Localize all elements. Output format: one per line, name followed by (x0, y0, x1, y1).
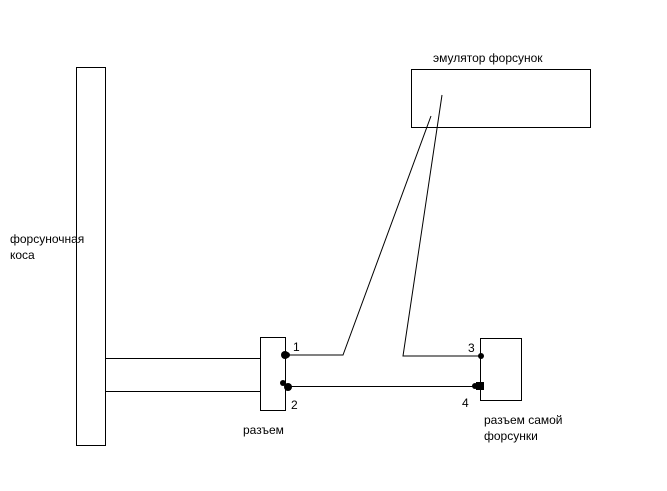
pin-1-label: 1 (293, 340, 300, 354)
injector-harness-label-line1: форсуночная (10, 232, 85, 246)
wire-emulator-to-pin3 (402, 94, 481, 357)
connector-block (260, 337, 286, 411)
injector-emulator-label: эмулятор форсунок (433, 51, 543, 65)
injector-connector-block (480, 338, 522, 401)
injector-emulator-block (411, 69, 591, 128)
wire-pin1-to-emulator (285, 115, 432, 356)
pin-4-marker-dot (472, 383, 478, 389)
connector-label: разъем (243, 423, 284, 437)
injector-harness-label-line2: коса (10, 248, 35, 262)
injector-harness-block (76, 67, 106, 446)
pin-3-label: 3 (468, 341, 475, 355)
pin-4-marker (476, 382, 484, 390)
pin-4-label: 4 (462, 396, 469, 410)
pin-1-dot-overlap (284, 352, 290, 358)
pin-2-label: 2 (291, 398, 298, 412)
pin-3-dot (478, 353, 484, 359)
injector-connector-label-line1: разъем самой (484, 413, 563, 427)
pin-2-dot-overlap (284, 383, 292, 391)
pin-2-dot (280, 380, 286, 386)
injector-connector-label-line2: форсунки (484, 429, 538, 443)
